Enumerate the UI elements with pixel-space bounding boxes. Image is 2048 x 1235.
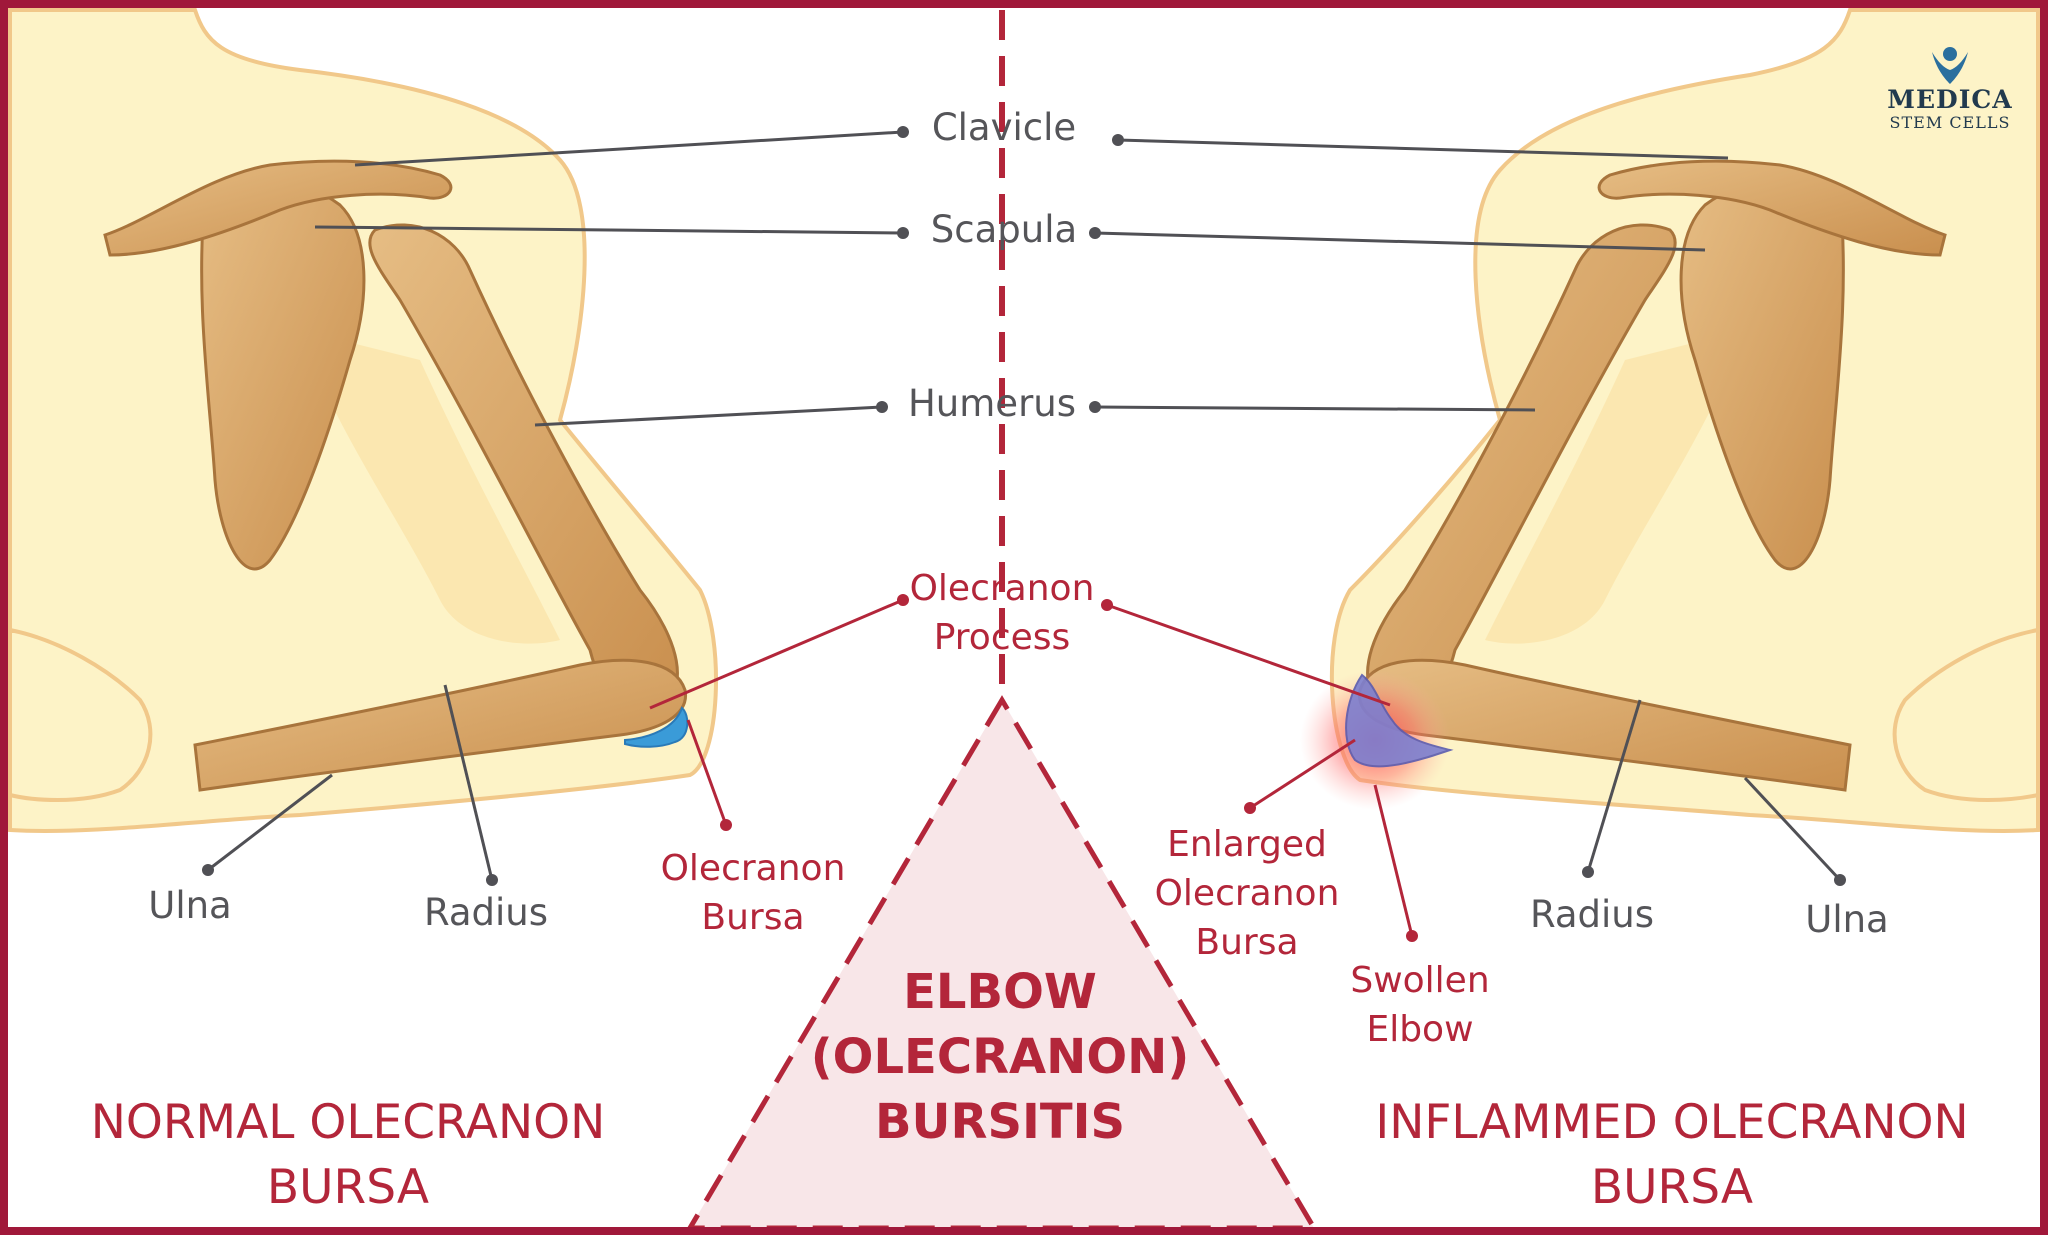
right-hand bbox=[1892, 627, 2040, 802]
left-forearm-bones bbox=[193, 658, 687, 792]
label-scapula: Scapula bbox=[931, 208, 1077, 251]
logo-name: MEDICA bbox=[1887, 85, 2012, 114]
center-title-line3: BURSITIS bbox=[875, 1094, 1125, 1150]
right-clavicle-bone bbox=[1597, 159, 1947, 257]
caption-inflamed-line2: BURSA bbox=[1591, 1160, 1753, 1215]
left-arm-illustration bbox=[8, 8, 718, 833]
label-swollen-line1: Swollen bbox=[1350, 960, 1489, 1001]
logo-figure-icon bbox=[1932, 47, 1968, 84]
right-arm-illustration bbox=[1300, 8, 2040, 833]
left-clavicle-bone bbox=[103, 159, 453, 257]
caption-normal-line2: BURSA bbox=[267, 1160, 429, 1215]
label-ulna-left: Ulna bbox=[148, 884, 232, 927]
label-enlarged-line2: Olecranon bbox=[1155, 873, 1340, 914]
label-olecranon-process-line2: Process bbox=[934, 617, 1071, 658]
left-scapula-bone bbox=[200, 177, 366, 571]
leader-lines bbox=[202, 126, 1846, 942]
label-olecranon-bursa-line1: Olecranon bbox=[661, 848, 846, 889]
label-humerus: Humerus bbox=[908, 382, 1076, 425]
label-olecranon-process-line1: Olecranon bbox=[910, 568, 1095, 609]
label-radius-right: Radius bbox=[1530, 893, 1654, 936]
center-title-line2: (OLECRANON) bbox=[811, 1029, 1190, 1085]
caption-inflamed-line1: INFLAMMED OLECRANON bbox=[1375, 1095, 1968, 1150]
label-clavicle: Clavicle bbox=[932, 106, 1076, 149]
label-radius-left: Radius bbox=[424, 891, 548, 934]
label-swollen-line2: Elbow bbox=[1366, 1009, 1473, 1050]
label-ulna-right: Ulna bbox=[1805, 898, 1889, 941]
label-olecranon-bursa-line2: Bursa bbox=[701, 897, 804, 938]
logo: MEDICA STEM CELLS bbox=[1887, 47, 2012, 132]
left-hand bbox=[8, 627, 153, 802]
right-inner-arm-shade bbox=[1485, 330, 1745, 644]
label-enlarged-line1: Enlarged bbox=[1167, 824, 1327, 865]
left-inner-arm-shade bbox=[300, 330, 560, 644]
center-title-line1: ELBOW bbox=[903, 964, 1097, 1020]
right-scapula-bone bbox=[1679, 177, 1845, 571]
label-enlarged-line3: Bursa bbox=[1195, 922, 1298, 963]
left-olecranon-bursa bbox=[624, 706, 689, 748]
caption-normal-line1: NORMAL OLECRANON bbox=[91, 1095, 606, 1150]
logo-subtitle: STEM CELLS bbox=[1890, 113, 2011, 132]
